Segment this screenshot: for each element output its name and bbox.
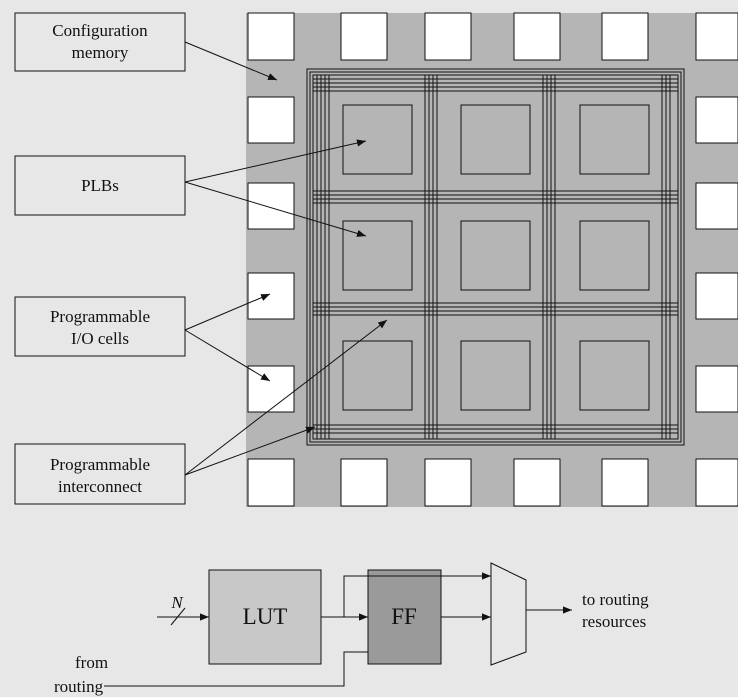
plb-arrow-1 xyxy=(184,139,367,183)
label-boxes xyxy=(14,12,186,505)
io-cells-label-1: Programmable xyxy=(50,307,150,326)
ff-block xyxy=(367,569,442,665)
io-cell xyxy=(601,458,649,507)
plb xyxy=(579,104,650,175)
plbs-label: PLBs xyxy=(81,176,119,195)
io-cell xyxy=(424,12,472,61)
io-cell xyxy=(695,272,738,320)
input-n-label: N xyxy=(170,593,184,612)
bus-slash xyxy=(170,607,186,626)
io-cells xyxy=(247,12,738,507)
plbs-box xyxy=(14,155,186,216)
io-cell xyxy=(695,182,738,230)
plb xyxy=(579,340,650,411)
lut-label: LUT xyxy=(243,604,288,629)
io-cell xyxy=(247,182,295,230)
output-label-2: resources xyxy=(582,612,646,631)
plb xyxy=(342,220,413,291)
plb xyxy=(460,104,531,175)
io-cell xyxy=(513,12,561,61)
io-cell xyxy=(247,12,295,61)
config-arrow xyxy=(184,41,278,81)
io-cell xyxy=(695,12,738,61)
io-cell xyxy=(695,365,738,413)
io-cells-box xyxy=(14,296,186,357)
lut-block xyxy=(208,569,322,665)
interconnect-label-2: interconnect xyxy=(58,477,142,496)
from-routing-label-2: routing xyxy=(54,677,104,696)
io-cell xyxy=(513,458,561,507)
plb xyxy=(460,220,531,291)
io-cell xyxy=(340,458,388,507)
io-cell xyxy=(340,12,388,61)
plb-array xyxy=(342,104,650,411)
io-cell xyxy=(247,96,295,144)
ff-label: FF xyxy=(391,604,417,629)
pointer-arrows xyxy=(184,41,388,476)
interconnect-arrow-1 xyxy=(184,319,388,476)
interconnect-border xyxy=(306,68,685,446)
interconnect-arrow-2 xyxy=(184,426,316,476)
io-cells-label-2: I/O cells xyxy=(71,329,129,348)
interconnect-label-1: Programmable xyxy=(50,455,150,474)
io-arrow-2 xyxy=(184,329,271,382)
io-cell xyxy=(695,96,738,144)
interconnect-box xyxy=(14,443,186,505)
io-arrow-1 xyxy=(184,293,271,331)
horizontal-routing xyxy=(313,78,678,434)
vertical-routing xyxy=(316,75,671,439)
plb xyxy=(460,340,531,411)
io-cell xyxy=(601,12,649,61)
io-cell xyxy=(424,458,472,507)
io-cell xyxy=(695,458,738,507)
config-memory-label-2: memory xyxy=(72,43,129,62)
output-label-1: to routing xyxy=(582,590,649,609)
config-memory-label-1: Configuration xyxy=(52,21,148,40)
from-routing-label-1: from xyxy=(75,653,108,672)
plb-arrow-2 xyxy=(184,181,367,237)
plb xyxy=(342,340,413,411)
logic-block: N LUT FF to routing resources from routi… xyxy=(54,562,649,696)
mux xyxy=(490,562,527,666)
plb xyxy=(579,220,650,291)
plb xyxy=(342,104,413,175)
io-cell xyxy=(247,458,295,507)
bypass-line xyxy=(343,572,491,617)
io-cell xyxy=(247,272,295,320)
config-memory-box xyxy=(14,12,186,72)
io-cell xyxy=(247,365,295,413)
from-routing-line xyxy=(104,651,368,687)
